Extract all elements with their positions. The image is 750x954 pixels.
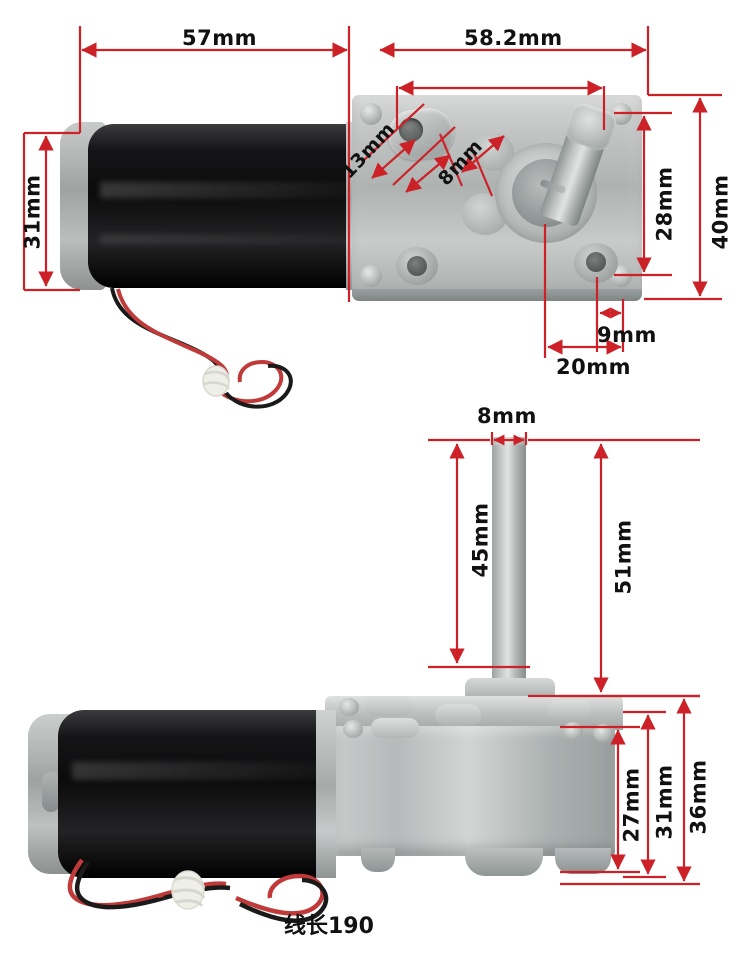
motor-body-top-view: [60, 122, 362, 290]
dim-label-gearbox-mid: 31mm: [652, 764, 677, 840]
dim-label-motor-diameter: 31mm: [20, 174, 45, 250]
motor-can-side-highlight: [72, 762, 320, 780]
side-screw-right-2: [593, 724, 613, 742]
dim-label-mount-hole-span: 28mm: [652, 166, 677, 242]
dim-label-shaft-length: 45mm: [468, 502, 493, 578]
dim-label-gearbox-body: 27mm: [619, 767, 644, 843]
dim-label-hole-center-span: 20mm: [556, 355, 631, 379]
side-screw-left-2: [343, 720, 363, 738]
mount-hole-lower-right-bore: [586, 252, 606, 272]
motor-can: [88, 124, 356, 288]
wire-length-note: 线长190: [284, 914, 374, 939]
dim-label-motor-length: 57mm: [182, 26, 257, 50]
dim-label-gearbox-width: 40mm: [708, 174, 733, 250]
gearbox-body-top-view: [352, 95, 642, 301]
dim-label-shaft-total: 51mm: [611, 519, 636, 595]
motor-front-flange-side: [316, 710, 336, 878]
side-boss-left-2: [371, 718, 419, 738]
motor-body-side-view: [28, 710, 338, 878]
bottom-boss-left: [361, 848, 395, 872]
motor-can-side: [58, 710, 326, 878]
side-boss-center: [435, 704, 481, 726]
side-boss-left: [365, 696, 413, 716]
dim-label-gearbox-length: 58.2mm: [464, 26, 563, 50]
gearbox-main-block: [333, 726, 615, 856]
dim-label-shaft-diameter: 8mm: [477, 404, 537, 428]
gearbox-body-side-view: [325, 696, 623, 876]
bottom-boss-right: [555, 848, 611, 874]
side-screw-left: [339, 698, 359, 716]
mount-hole-lower-left-bore: [407, 256, 427, 276]
gearbox-plate-edge: [352, 289, 642, 301]
motor-can-highlight-2: [100, 234, 350, 244]
dim-label-hole-edge-offset: 9mm: [597, 323, 657, 347]
side-screw-right: [563, 722, 583, 740]
output-shaft-side-view: [492, 440, 526, 690]
side-boss-right: [547, 700, 591, 720]
output-shaft-top-face: [492, 437, 526, 445]
dim-label-gearbox-height: 36mm: [686, 759, 711, 835]
bottom-boss-center: [465, 848, 543, 876]
screw-bottom-left: [360, 265, 382, 287]
motor-rear-detail: [42, 772, 60, 812]
motor-can-highlight: [100, 182, 350, 198]
mounting-slot-hole: [399, 118, 423, 142]
